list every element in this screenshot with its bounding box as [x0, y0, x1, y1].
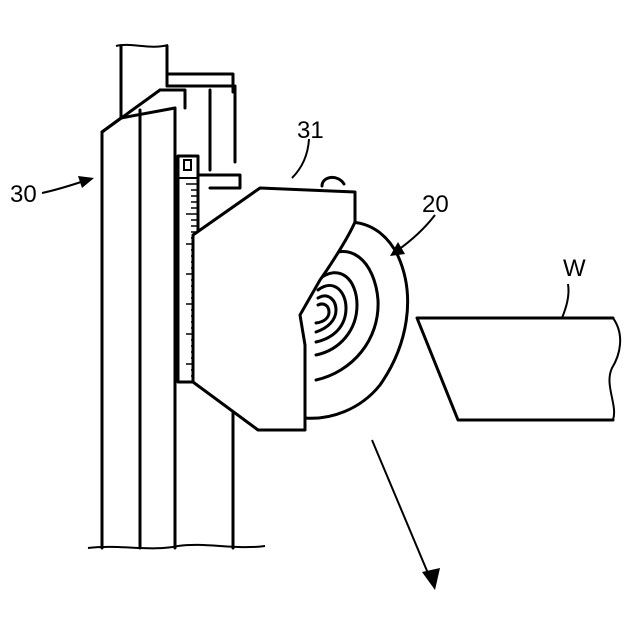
label-head: 31: [297, 117, 324, 144]
label-frame: 30: [10, 181, 37, 208]
arrow-head-30: [78, 176, 94, 188]
head-housing: [193, 177, 355, 430]
label-disk: 20: [422, 191, 449, 218]
motion-arrow: [372, 440, 440, 590]
label-workpiece: W: [563, 255, 586, 282]
workpiece: [417, 284, 620, 420]
